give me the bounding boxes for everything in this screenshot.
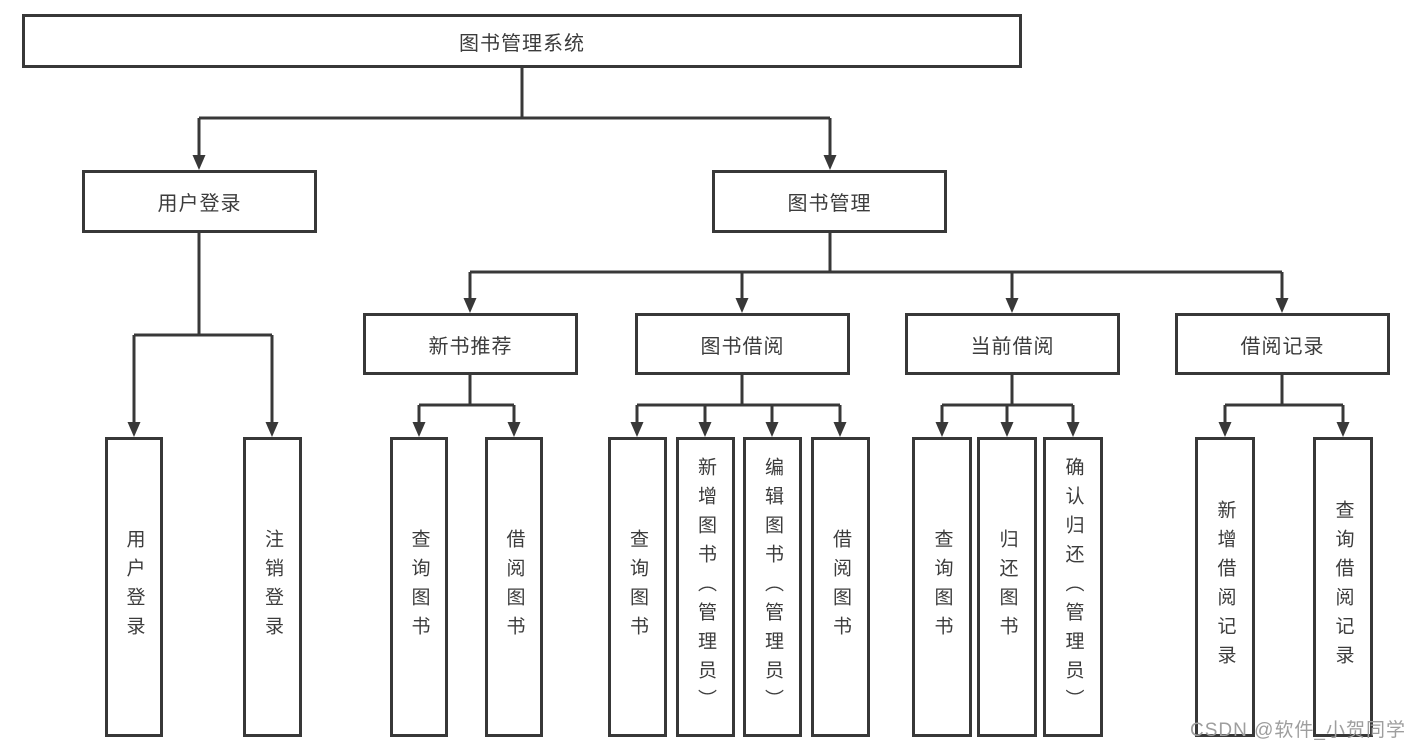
- leaf-borrow-edit-admin: 编辑图书（管理员）: [743, 437, 802, 737]
- leaf-newbook-borrow: 借阅图书: [485, 437, 543, 737]
- leaf-borrow-add-admin: 新增图书（管理员）: [676, 437, 735, 737]
- node-borrow-records: 借阅记录: [1175, 313, 1390, 375]
- leaf-current-return: 归还图书: [977, 437, 1037, 737]
- node-new-book-recommend: 新书推荐: [363, 313, 578, 375]
- leaf-logout: 注销登录: [243, 437, 302, 737]
- leaf-record-add: 新增借阅记录: [1195, 437, 1255, 737]
- node-current-borrow: 当前借阅: [905, 313, 1120, 375]
- csdn-watermark: CSDN @软件_小贺同学: [1190, 720, 1405, 741]
- node-book-borrow: 图书借阅: [635, 313, 850, 375]
- leaf-record-search: 查询借阅记录: [1313, 437, 1373, 737]
- leaf-user-login: 用户登录: [105, 437, 163, 737]
- node-root: 图书管理系统: [22, 14, 1022, 68]
- leaf-current-search: 查询图书: [912, 437, 972, 737]
- leaf-borrow-search: 查询图书: [608, 437, 667, 737]
- node-user-login: 用户登录: [82, 170, 317, 233]
- node-book-management: 图书管理: [712, 170, 947, 233]
- leaf-borrow-borrow: 借阅图书: [811, 437, 870, 737]
- leaf-current-confirm-admin: 确认归还（管理员）: [1043, 437, 1103, 737]
- leaf-newbook-search: 查询图书: [390, 437, 448, 737]
